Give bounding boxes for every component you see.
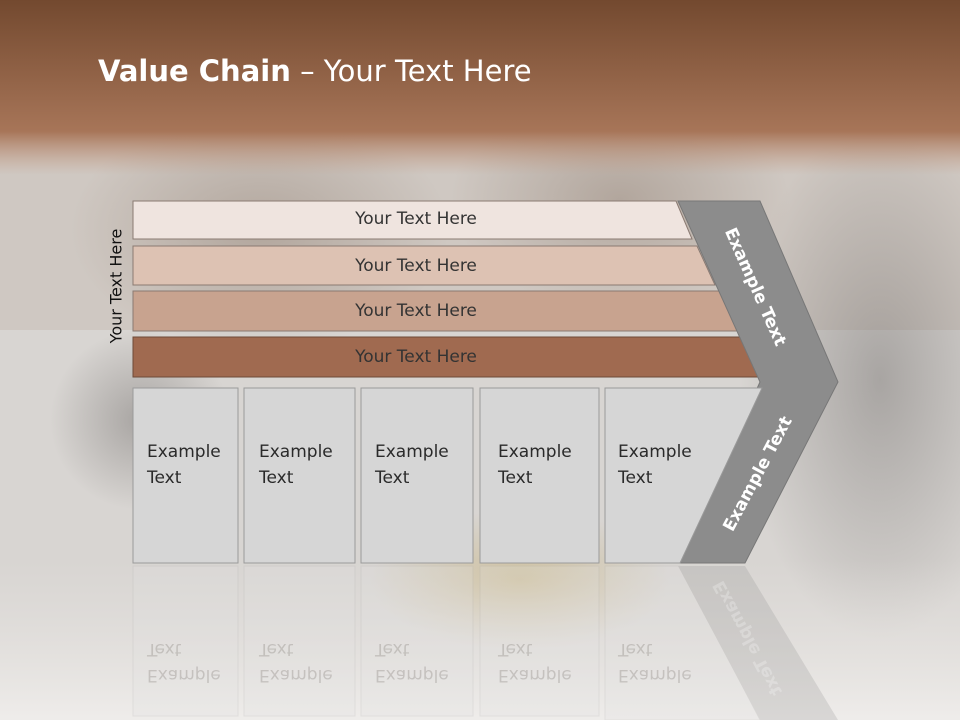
- activity-box-3-label: Example Text: [375, 442, 449, 488]
- bar-1-label: Your Text Here: [355, 209, 477, 229]
- activity-box-5: [604, 387, 763, 564]
- activity-box-1: [132, 387, 239, 564]
- activity-box-4: [479, 387, 600, 564]
- activity-box-3: [360, 387, 474, 564]
- activity-box-3-reflection: Example Text: [375, 639, 449, 685]
- bar-3-label: Your Text Here: [355, 301, 477, 321]
- title-bold: Value Chain: [98, 54, 291, 88]
- activity-box-1-label: Example Text: [147, 442, 221, 488]
- slide-title: Value Chain – Your Text Here: [98, 54, 532, 88]
- activity-box-4-label: Example Text: [498, 442, 572, 488]
- title-rest: – Your Text Here: [290, 54, 532, 88]
- activity-box-2-label: Example Text: [259, 442, 333, 488]
- activity-box-2-reflection: Example Text: [259, 639, 333, 685]
- activity-box-5-label: Example Text: [618, 442, 692, 488]
- bar-2-label: Your Text Here: [355, 256, 477, 276]
- activity-box-4-reflection: Example Text: [498, 639, 572, 685]
- chevron-shape: [677, 200, 839, 564]
- activity-box-5-reflection: Example Text: [618, 639, 692, 685]
- activity-box-1-reflection: Example Text: [147, 639, 221, 685]
- reflection: [132, 565, 838, 720]
- bar-2: [132, 245, 716, 286]
- activity-box-2: [243, 387, 356, 564]
- bar-1: [132, 200, 693, 240]
- bar-4-label: Your Text Here: [355, 347, 477, 367]
